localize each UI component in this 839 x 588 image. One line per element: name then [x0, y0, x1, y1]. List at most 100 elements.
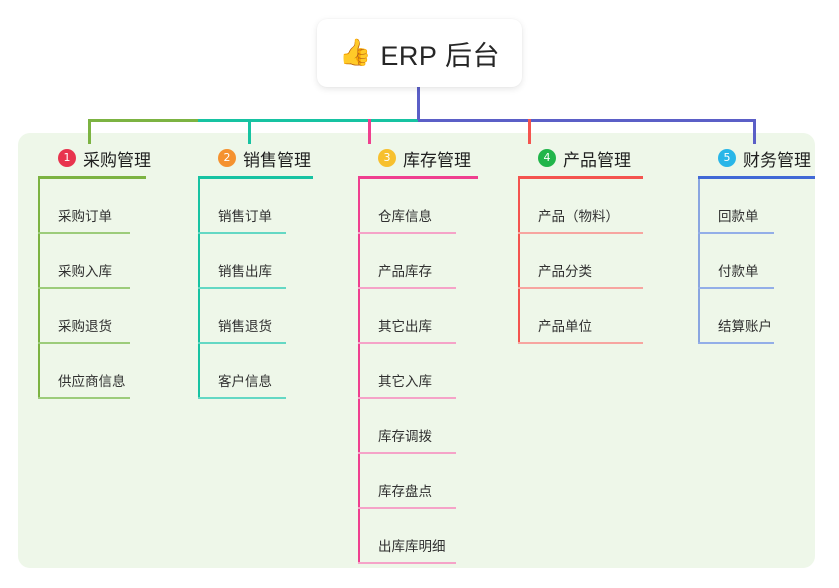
- category-items: 销售订单销售出库销售退货客户信息: [198, 179, 313, 399]
- category-underline: [698, 176, 815, 179]
- category-items: 仓库信息产品库存其它出库其它入库库存调拨库存盘点出库库明细: [358, 179, 478, 564]
- leaf-item-label: 采购退货: [58, 319, 112, 334]
- leaf-item-label: 销售订单: [218, 209, 272, 224]
- leaf-item[interactable]: 库存调拨: [358, 399, 478, 454]
- category-column-3: 3 库存管理仓库信息产品库存其它出库其它入库库存调拨库存盘点出库库明细: [358, 145, 478, 564]
- leaf-item-label: 其它入库: [378, 374, 432, 389]
- leaf-item-label: 仓库信息: [378, 209, 432, 224]
- category-spine: [698, 179, 700, 344]
- leaf-item-underline: [358, 287, 456, 289]
- leaf-item-label: 产品单位: [538, 319, 592, 334]
- leaf-item-label: 其它出库: [378, 319, 432, 334]
- leaf-item[interactable]: 采购退货: [38, 289, 151, 344]
- leaf-item-label: 采购入库: [58, 264, 112, 279]
- leaf-item[interactable]: 其它出库: [358, 289, 478, 344]
- bus-drop-1: [88, 119, 91, 144]
- leaf-item-underline: [358, 232, 456, 234]
- category-header-3[interactable]: 3 库存管理: [358, 145, 478, 171]
- leaf-item-underline: [198, 232, 286, 234]
- category-spine: [518, 179, 520, 344]
- category-items: 回款单付款单结算账户: [698, 179, 815, 344]
- bus-segment-1: [88, 119, 198, 122]
- leaf-item-label: 产品库存: [378, 264, 432, 279]
- category-spine: [358, 179, 360, 564]
- leaf-item[interactable]: 产品分类: [518, 234, 643, 289]
- leaf-item-underline: [698, 232, 774, 234]
- thumbs-up-icon: 👍: [339, 38, 372, 68]
- category-column-4: 4 产品管理产品（物料） 产品分类产品单位: [518, 145, 643, 344]
- leaf-item-label: 产品分类: [538, 264, 592, 279]
- leaf-item[interactable]: 出库库明细: [358, 509, 478, 564]
- category-header-4[interactable]: 4 产品管理: [518, 145, 643, 171]
- category-underline: [198, 176, 313, 179]
- leaf-item[interactable]: 产品库存: [358, 234, 478, 289]
- bus-segment-3: [418, 119, 755, 122]
- leaf-item[interactable]: 其它入库: [358, 344, 478, 399]
- leaf-item[interactable]: 供应商信息: [38, 344, 151, 399]
- leaf-item-label: 销售退货: [218, 319, 272, 334]
- leaf-item[interactable]: 销售订单: [198, 179, 313, 234]
- leaf-item[interactable]: 仓库信息: [358, 179, 478, 234]
- category-items: 产品（物料） 产品分类产品单位: [518, 179, 643, 344]
- leaf-item-label: 库存盘点: [378, 484, 432, 499]
- leaf-item-underline: [198, 397, 286, 399]
- leaf-item[interactable]: 产品（物料）: [518, 179, 643, 234]
- leaf-item-underline: [198, 342, 286, 344]
- bus-drop-5: [753, 119, 756, 144]
- category-column-5: 5 财务管理回款单付款单结算账户: [698, 145, 815, 344]
- bus-drop-4: [528, 119, 531, 144]
- leaf-item[interactable]: 销售退货: [198, 289, 313, 344]
- leaf-item[interactable]: 产品单位: [518, 289, 643, 344]
- leaf-item-label: 出库库明细: [378, 539, 446, 554]
- leaf-item-underline: [698, 342, 774, 344]
- leaf-item-underline: [358, 562, 456, 564]
- leaf-item[interactable]: 客户信息: [198, 344, 313, 399]
- leaf-item-underline: [38, 397, 130, 399]
- bus-drop-3: [368, 119, 371, 144]
- leaf-item-underline: [698, 287, 774, 289]
- leaf-item-label: 付款单: [718, 264, 759, 279]
- leaf-item-underline: [358, 452, 456, 454]
- root-node-label: ERP 后台: [380, 40, 500, 71]
- root-node-content: 👍 ERP 后台: [339, 34, 500, 73]
- leaf-item-underline: [198, 287, 286, 289]
- category-title: 销售管理: [243, 150, 311, 170]
- leaf-item[interactable]: 采购订单: [38, 179, 151, 234]
- leaf-item-label: 回款单: [718, 209, 759, 224]
- category-underline: [518, 176, 643, 179]
- category-items: 采购订单采购入库采购退货供应商信息: [38, 179, 151, 399]
- category-header-5[interactable]: 5 财务管理: [698, 145, 815, 171]
- leaf-item-underline: [38, 342, 130, 344]
- bus-segment-2: [198, 119, 418, 122]
- category-number-badge: 4: [538, 149, 556, 167]
- leaf-item[interactable]: 结算账户: [698, 289, 815, 344]
- bus-drop-2: [248, 119, 251, 144]
- leaf-item[interactable]: 回款单: [698, 179, 815, 234]
- root-node-card[interactable]: 👍 ERP 后台: [317, 19, 522, 87]
- category-title: 库存管理: [403, 150, 471, 170]
- leaf-item[interactable]: 采购入库: [38, 234, 151, 289]
- diagram-panel: [18, 133, 815, 568]
- category-title: 产品管理: [563, 150, 631, 170]
- category-spine: [198, 179, 200, 399]
- category-column-2: 2 销售管理销售订单销售出库销售退货客户信息: [198, 145, 313, 399]
- category-header-2[interactable]: 2 销售管理: [198, 145, 313, 171]
- category-underline: [358, 176, 478, 179]
- leaf-item-label: 销售出库: [218, 264, 272, 279]
- leaf-item-underline: [358, 507, 456, 509]
- leaf-item-underline: [358, 342, 456, 344]
- category-number-badge: 3: [378, 149, 396, 167]
- leaf-item[interactable]: 库存盘点: [358, 454, 478, 509]
- leaf-item-label: 采购订单: [58, 209, 112, 224]
- category-number-badge: 2: [218, 149, 236, 167]
- category-title: 财务管理: [743, 150, 811, 170]
- category-number-badge: 5: [718, 149, 736, 167]
- leaf-item-underline: [38, 287, 130, 289]
- leaf-item-underline: [38, 232, 130, 234]
- category-title: 采购管理: [83, 150, 151, 170]
- leaf-item[interactable]: 销售出库: [198, 234, 313, 289]
- leaf-item-underline: [518, 287, 643, 289]
- leaf-item[interactable]: 付款单: [698, 234, 815, 289]
- leaf-item-label: 客户信息: [218, 374, 272, 389]
